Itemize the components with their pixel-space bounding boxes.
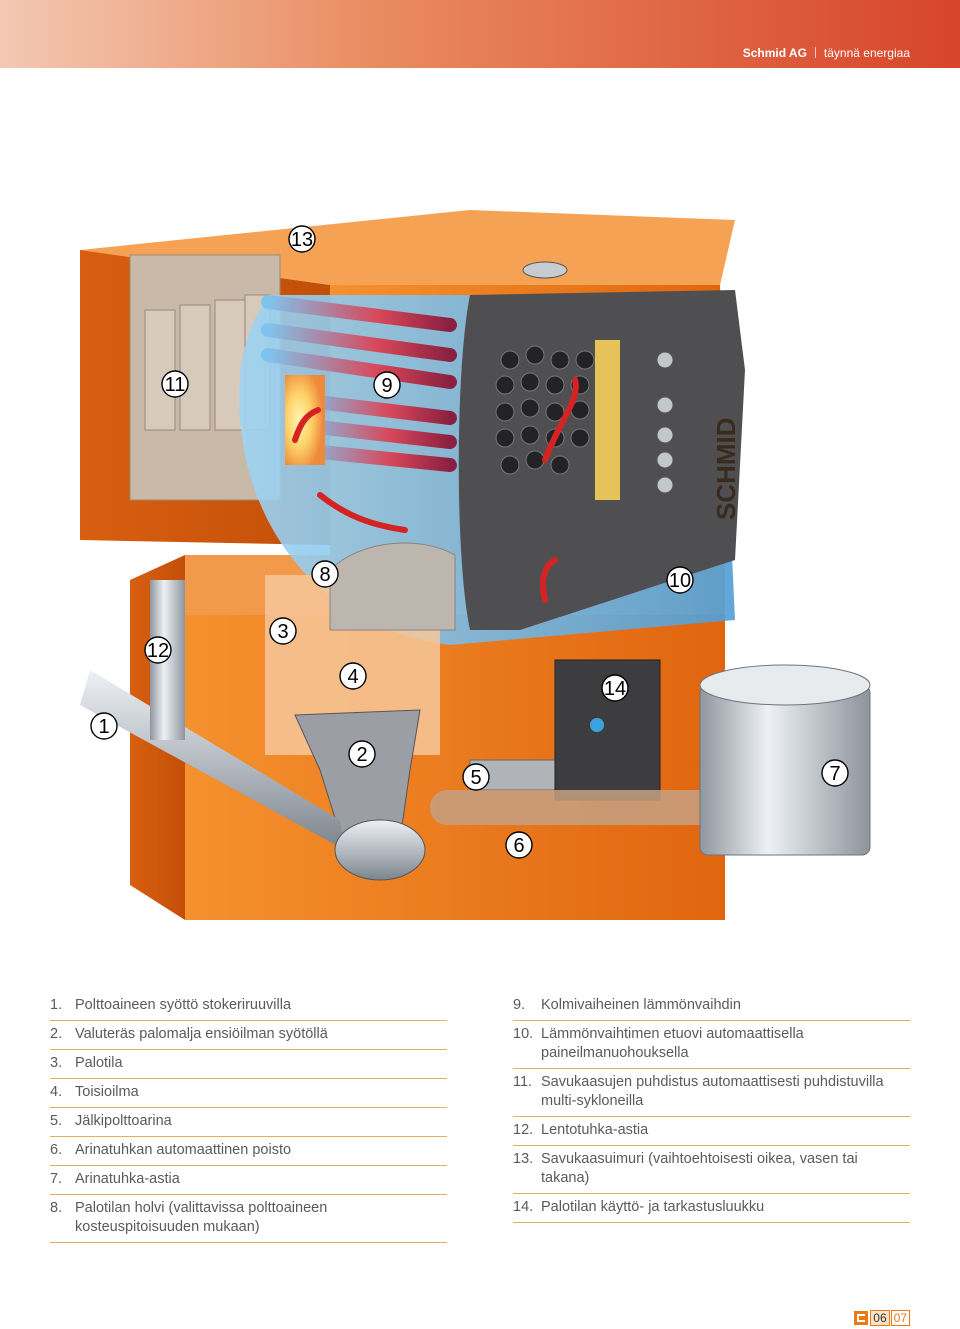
callout-14-label: 14 xyxy=(604,678,626,700)
legend-number: 12. xyxy=(513,1122,534,1138)
callout-4: 4 xyxy=(339,662,367,690)
legend-number: 1. xyxy=(50,997,63,1013)
legend-left: 1. Polttoaineen syöttö stokeriruuvilla 2.… xyxy=(50,992,447,1243)
callout-7: 7 xyxy=(821,759,849,787)
legend-item: 4. Toisioilma xyxy=(50,1079,447,1108)
boiler-cutaway-illustration: SCHMID 13 11 9 8 10 12 3 4 14 1 2 5 7 6 xyxy=(80,210,871,920)
legend-item: 14. Palotilan käyttö- ja tarkastusluukku xyxy=(513,1194,910,1223)
callout-10: 10 xyxy=(666,566,694,594)
legend-text: Lentotuhka-astia xyxy=(541,1122,649,1138)
callout-8-label: 8 xyxy=(319,564,330,586)
callout-1: 1 xyxy=(90,712,118,740)
tagline: täynnä energiaa xyxy=(823,46,910,60)
legend-item: 2. Valuteräs palomalja ensiöilman syötöll… xyxy=(50,1021,447,1050)
header-band: Schmid AG täynnä energiaa xyxy=(0,0,960,68)
legend-text: Polttoaineen syöttö stokeriruuvilla xyxy=(75,997,292,1013)
callout-14: 14 xyxy=(601,674,629,702)
legend-number: 13. xyxy=(513,1151,534,1167)
legend-text: Arinatuhkan automaattinen poisto xyxy=(75,1142,292,1158)
callout-9: 9 xyxy=(373,371,401,399)
legend-number: 3. xyxy=(50,1055,63,1071)
legend-text: Savukaasuimuri (vaihtoehtoisesti oikea, … xyxy=(541,1151,858,1186)
legend-number: 11. xyxy=(513,1074,533,1090)
callout-11-label: 11 xyxy=(165,374,186,396)
legend-number: 4. xyxy=(50,1084,63,1100)
legend-item: 3. Palotila xyxy=(50,1050,447,1079)
schmid-mark-icon xyxy=(854,1311,869,1325)
legend-text: Kolmivaiheinen lämmönvaihdin xyxy=(541,997,741,1013)
callout-11: 11 xyxy=(161,370,189,398)
page-number-right: 07 xyxy=(890,1310,910,1326)
company-name: Schmid AG xyxy=(742,46,807,60)
legend-text: Arinatuhka-astia xyxy=(75,1171,180,1187)
schmid-logo: SCHMID xyxy=(711,417,741,520)
callout-3-label: 3 xyxy=(277,621,288,643)
legend-item: 10. Lämmönvaihtimen etuovi automaattisell… xyxy=(513,1021,910,1069)
callout-9-label: 9 xyxy=(381,375,392,397)
legend-number: 2. xyxy=(50,1026,63,1042)
grate-ash-bin xyxy=(699,664,871,856)
legend-text: Savukaasujen puhdistus automaattisesti p… xyxy=(541,1074,884,1109)
callout-12: 12 xyxy=(144,636,172,664)
tube-openings xyxy=(495,345,595,475)
legend-number: 14. xyxy=(513,1199,534,1215)
callout-13: 13 xyxy=(288,225,316,253)
brand-line: Schmid AG täynnä energiaa xyxy=(743,46,910,60)
legend-number: 10. xyxy=(513,1026,534,1042)
callout-3: 3 xyxy=(269,617,297,645)
callout-6: 6 xyxy=(505,831,533,859)
legend-number: 7. xyxy=(50,1171,63,1187)
brand-separator xyxy=(814,47,816,58)
legend-text: Palotilan holvi (valittavissa polttoaine… xyxy=(75,1200,328,1235)
legend-item: 9. Kolmivaiheinen lämmönvaihdin xyxy=(513,992,910,1021)
legend-item: 1. Polttoaineen syöttö stokeriruuvilla xyxy=(50,992,447,1021)
flue-fan-outlet xyxy=(522,261,568,279)
callout-5-label: 5 xyxy=(470,767,481,789)
legend-item: 13. Savukaasuimuri (vaihtoehtoisesti oike… xyxy=(513,1146,910,1194)
cleaning-nozzles xyxy=(656,351,674,494)
callout-7-label: 7 xyxy=(829,763,840,785)
callout-5: 5 xyxy=(462,763,490,791)
legend-item: 12. Lentotuhka-astia xyxy=(513,1117,910,1146)
sight-glass xyxy=(590,718,604,732)
legend-item: 11. Savukaasujen puhdistus automaattisest… xyxy=(513,1069,910,1117)
legend-number: 5. xyxy=(50,1113,63,1129)
door-insulation xyxy=(595,340,620,500)
legend-item: 6. Arinatuhkan automaattinen poisto xyxy=(50,1137,447,1166)
page-numbers: 06 07 xyxy=(854,1310,910,1326)
legend-number: 8. xyxy=(50,1200,63,1216)
legend-number: 9. xyxy=(513,997,526,1013)
legend-text: Palotilan käyttö- ja tarkastusluukku xyxy=(541,1199,765,1215)
legend-item: 7. Arinatuhka-astia xyxy=(50,1166,447,1195)
legend-text: Lämmönvaihtimen etuovi automaattisella p… xyxy=(541,1026,804,1061)
legend-number: 6. xyxy=(50,1142,63,1158)
callout-13-label: 13 xyxy=(291,229,313,251)
callout-2: 2 xyxy=(348,740,376,768)
callout-12-label: 12 xyxy=(147,640,169,662)
refractory-vault xyxy=(329,542,456,631)
legend-item: 5. Jälkipolttoarina xyxy=(50,1108,447,1137)
legend-text: Toisioilma xyxy=(75,1084,139,1100)
ash-conveyor xyxy=(430,790,720,825)
page-number-left: 06 xyxy=(870,1310,890,1326)
legend-text: Valuteräs palomalja ensiöilman syötöllä xyxy=(75,1026,328,1042)
stoker-screw xyxy=(80,670,426,881)
callout-8: 8 xyxy=(311,560,339,588)
callout-2-label: 2 xyxy=(356,744,367,766)
legend-text: Jälkipolttoarina xyxy=(75,1113,172,1129)
callout-4-label: 4 xyxy=(347,666,358,688)
callout-10-label: 10 xyxy=(669,570,691,592)
legend-item: 8. Palotilan holvi (valittavissa polttoai… xyxy=(50,1195,447,1243)
flow-arrows xyxy=(292,377,579,603)
legend-text: Palotila xyxy=(75,1055,123,1071)
callout-1-label: 1 xyxy=(98,716,109,738)
legend-right: 9. Kolmivaiheinen lämmönvaihdin 10. Lämmön… xyxy=(513,992,910,1223)
callout-6-label: 6 xyxy=(513,835,524,857)
